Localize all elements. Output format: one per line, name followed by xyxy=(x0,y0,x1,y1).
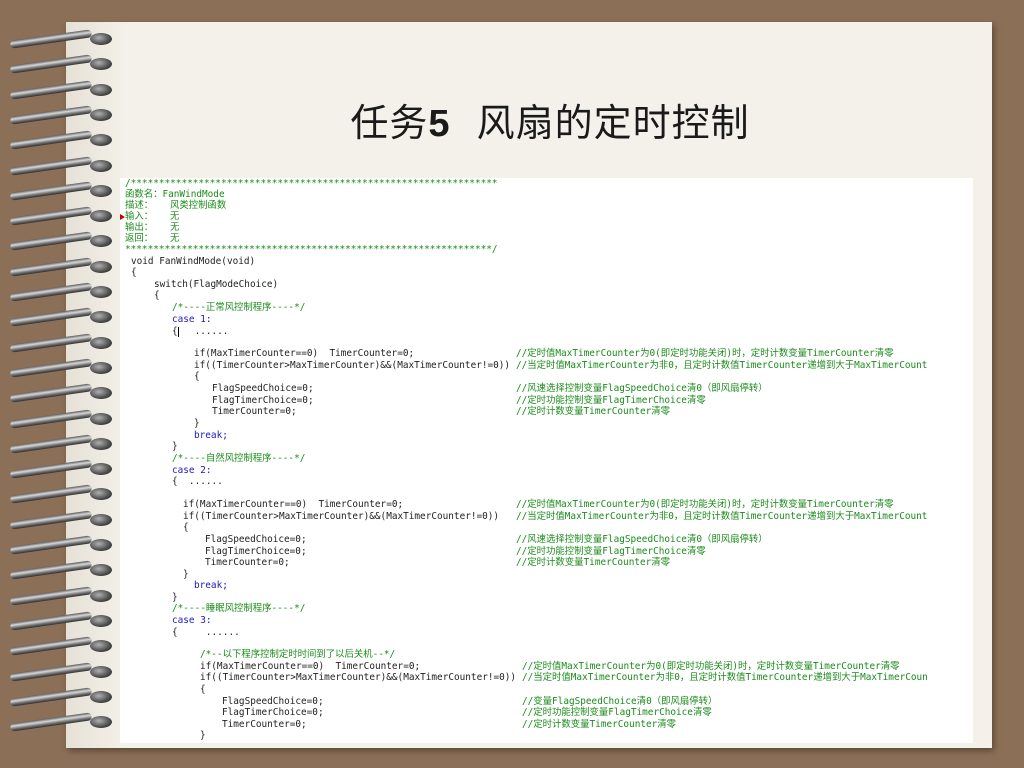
spiral-ring-icon xyxy=(9,560,112,580)
code-line: //定时功能控制变量FlagTimerChoice清零 xyxy=(516,546,706,557)
code-line: //定时功能控制变量FlagTimerChoice清零 xyxy=(516,395,706,406)
code-line: //定时功能控制变量FlagTimerChoice清零 xyxy=(522,707,712,718)
code-line: break; xyxy=(194,580,228,591)
code-line: case 2: xyxy=(172,465,212,476)
code-line: case 3: xyxy=(172,615,212,626)
code-line: } xyxy=(200,730,206,741)
code-line: FlagTimerChoice=0; xyxy=(212,395,314,406)
text-cursor xyxy=(178,327,179,337)
spiral-ring-icon xyxy=(9,155,112,176)
breakpoint-marker-icon xyxy=(120,214,125,220)
spiral-ring-icon xyxy=(9,130,112,150)
spiral-ring-icon xyxy=(9,54,112,74)
code-line: if(MaxTimerCounter==0) TimerCounter=0; xyxy=(200,661,421,672)
code-line: { ...... xyxy=(172,326,229,337)
spiral-ring-icon xyxy=(9,484,112,505)
title-prefix: 任务 xyxy=(350,101,429,145)
code-line: } xyxy=(194,418,200,429)
spiral-ring-icon xyxy=(9,257,112,277)
code-line: /*----自然风控制程序----*/ xyxy=(172,453,306,464)
code-line: //当定时值MaxTimerCounter为非0，且定时计数值TimerCoun… xyxy=(516,511,928,522)
code-line: TimerCounter=0; xyxy=(222,719,307,730)
spiral-ring-icon xyxy=(9,79,112,100)
code-line: { xyxy=(154,290,160,301)
code-line: { xyxy=(194,371,200,382)
code-line: //定时计数变量TimerCounter清零 xyxy=(516,557,671,568)
code-line: if(MaxTimerCounter==0) TimerCounter=0; xyxy=(194,348,415,359)
code-line: { xyxy=(131,267,137,278)
spiral-ring-icon xyxy=(9,585,112,606)
code-line: 输出： 无 xyxy=(125,222,180,233)
spiral-ring-icon xyxy=(9,358,112,378)
code-line: //定时值MaxTimerCounter为0(即定时功能关闭)时，定时计数变量T… xyxy=(516,348,894,359)
spiral-ring-icon xyxy=(9,332,112,353)
code-screenshot: /***************************************… xyxy=(120,178,973,743)
code-line: TimerCounter=0; xyxy=(205,557,290,568)
spiral-ring-icon xyxy=(9,687,112,707)
code-line: /*--以下程序控制定时时间到了以后关机--*/ xyxy=(200,649,396,660)
code-line: { xyxy=(183,522,189,533)
code-line: FlagSpeedChoice=0; xyxy=(222,696,324,707)
code-line: //当定时值MaxTimerCounter为非0，且定时计数值TimerCoun… xyxy=(522,672,928,683)
code-line: { ...... xyxy=(172,627,240,638)
code-line: if(MaxTimerCounter==0) TimerCounter=0; xyxy=(183,499,404,510)
code-line: /***************************************… xyxy=(125,178,498,189)
code-line: FlagTimerChoice=0; xyxy=(222,707,324,718)
code-line: //风速选择控制变量FlagSpeedChoice清0（即风扇停转） xyxy=(516,383,768,394)
spiral-ring-icon xyxy=(9,282,112,302)
spiral-ring-icon xyxy=(9,636,112,656)
title-number: 5 xyxy=(428,103,451,145)
spiral-ring-icon xyxy=(9,307,112,327)
code-line: if((TimerCounter>MaxTimerCounter)&&(MaxT… xyxy=(194,360,511,371)
code-line: break; xyxy=(194,430,228,441)
code-line: //定时计数变量TimerCounter清零 xyxy=(522,719,677,730)
spiral-ring-icon xyxy=(9,206,112,226)
spiral-ring-icon xyxy=(9,510,112,530)
code-line: /*----正常风控制程序----*/ xyxy=(172,302,306,313)
spiral-ring-icon xyxy=(9,459,112,479)
spiral-ring-icon xyxy=(9,434,112,454)
code-line: //定时值MaxTimerCounter为0(即定时功能关闭)时，定时计数变量T… xyxy=(522,661,900,672)
spiral-ring-icon xyxy=(9,29,112,49)
code-line: //定时值MaxTimerCounter为0(即定时功能关闭)时，定时计数变量T… xyxy=(516,499,894,510)
spiral-ring-icon xyxy=(9,181,112,201)
code-line: switch(FlagModeChoice) xyxy=(154,279,279,290)
code-line: } xyxy=(172,592,178,603)
spiral-ring-icon xyxy=(9,408,112,429)
spiral-ring-icon xyxy=(9,231,112,252)
code-line: void FanWindMode(void) xyxy=(131,256,256,267)
spiral-ring-icon xyxy=(9,105,112,125)
code-line: { xyxy=(200,684,206,695)
code-line: 函数名：FanWindMode xyxy=(125,189,225,200)
code-line: } xyxy=(172,441,178,452)
code-line: FlagTimerChoice=0; xyxy=(205,546,307,557)
code-line: //当定时值MaxTimerCounter为非0，且定时计数值TimerCoun… xyxy=(516,360,928,371)
code-line: ****************************************… xyxy=(125,244,498,255)
code-line: //风速选择控制变量FlagSpeedChoice清0（即风扇停转） xyxy=(516,534,768,545)
code-line: { ...... xyxy=(172,476,223,487)
title-suffix: 风扇的定时控制 xyxy=(476,101,750,145)
code-line: case 1: xyxy=(172,314,212,325)
code-line: 返回： 无 xyxy=(125,233,180,244)
code-line: //变量FlagSpeedChoice清0（即风扇停转） xyxy=(522,696,718,707)
code-line: if((TimerCounter>MaxTimerCounter)&&(MaxT… xyxy=(183,511,500,522)
code-line: /*----睡眠风控制程序----*/ xyxy=(172,603,306,614)
code-line: 描述： 风类控制函数 xyxy=(125,200,227,211)
code-line: FlagSpeedChoice=0; xyxy=(205,534,307,545)
code-line: FlagSpeedChoice=0; xyxy=(212,383,314,394)
spiral-ring-icon xyxy=(9,383,112,403)
slide-title: 任务5 风扇的定时控制 xyxy=(250,92,850,147)
spiral-ring-icon xyxy=(9,535,112,555)
spiral-ring-icon xyxy=(9,611,112,631)
code-line: TimerCounter=0; xyxy=(212,406,297,417)
code-line: //定时计数变量TimerCounter清零 xyxy=(516,406,671,417)
code-line: if((TimerCounter>MaxTimerCounter)&&(MaxT… xyxy=(200,672,517,683)
code-line: } xyxy=(183,569,189,580)
spiral-ring-icon xyxy=(9,661,112,682)
code-line: 输入： 无 xyxy=(125,211,180,222)
spiral-ring-icon xyxy=(9,712,112,732)
